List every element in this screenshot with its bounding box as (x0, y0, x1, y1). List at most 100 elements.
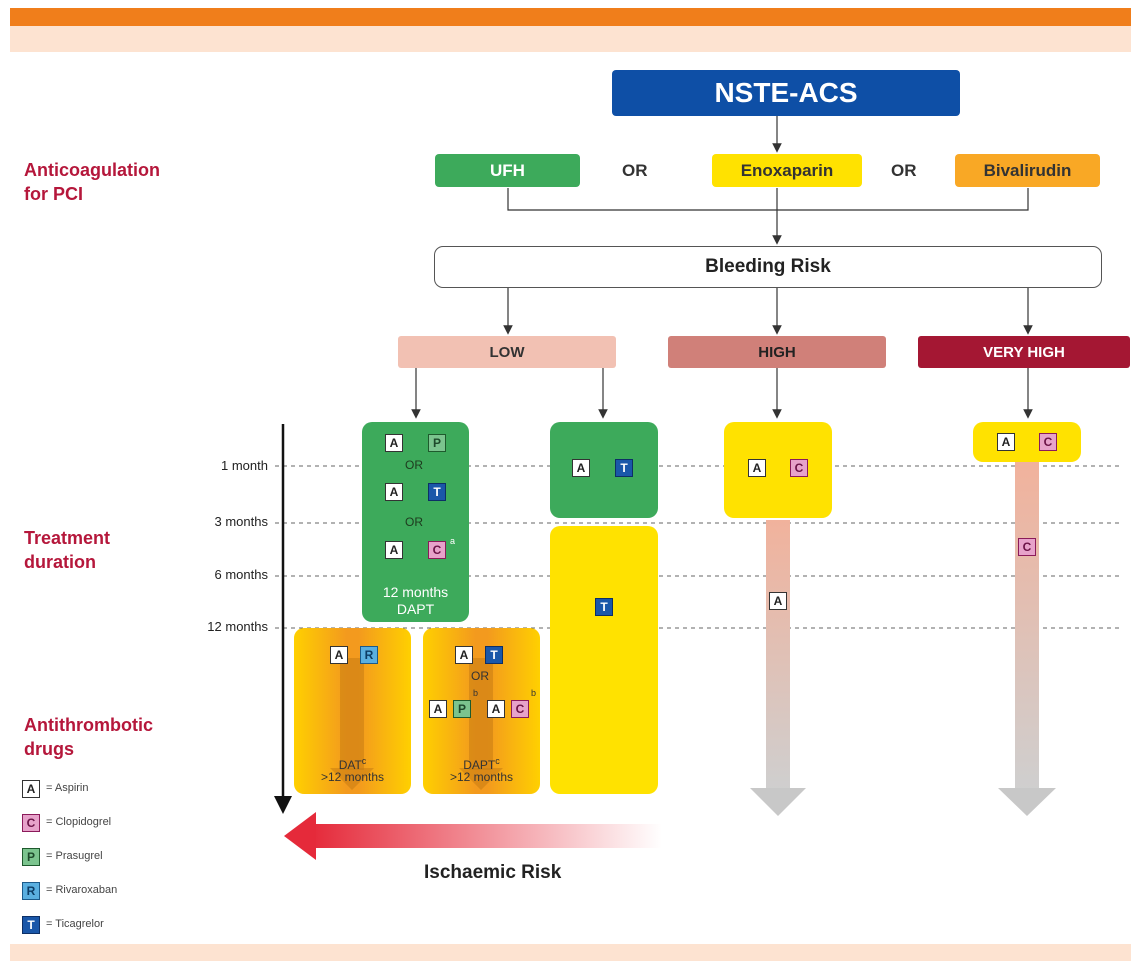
rivaroxaban-badge: R (22, 882, 40, 900)
clopidogrel-badge: C (1039, 433, 1057, 451)
or-small-3: OR (471, 669, 489, 683)
title-box: NSTE-ACS (612, 70, 960, 116)
risk-high: HIGH (668, 336, 886, 368)
enoxaparin-box: Enoxaparin (712, 154, 862, 187)
legend-item-rivaroxaban: R = Rivaroxaban (22, 882, 202, 916)
anticoagulation-label-line1: Anticoagulation (24, 160, 160, 180)
duration-1-month: 1 month (221, 458, 268, 473)
very-high-arrow-head (998, 788, 1056, 816)
ischaemic-arrow-shaft (312, 824, 662, 848)
rivaroxaban-badge: R (360, 646, 378, 664)
legend-rivaroxaban-text: = Rivaroxaban (46, 884, 118, 896)
dapt-text-2: >12 months (449, 770, 514, 784)
high-arrow-shaft (766, 520, 790, 790)
anticoagulation-label-line2: for PCI (24, 184, 84, 204)
legend-aspirin-text: = Aspirin (46, 782, 89, 794)
low-dapt-text-1: 12 months (382, 584, 449, 600)
aspirin-badge: A (455, 646, 473, 664)
duration-3-months: 3 months (214, 514, 268, 529)
aspirin-badge: A (572, 459, 590, 477)
low-t-mono-box: T (550, 526, 658, 794)
antithrombotic-label-line2: drugs (24, 739, 75, 759)
legend-prasugrel-text: = Prasugrel (46, 850, 103, 862)
dapt-extended-box: A T OR A P b A C b DAPTc >12 months (423, 628, 540, 794)
duration-gridlines (275, 465, 1120, 629)
antithrombotic-label-line1: Antithrombotic (24, 715, 153, 735)
legend-clopidogrel-text: = Clopidogrel (46, 816, 112, 828)
drug-legend: A = Aspirin C = Clopidogrel P = Prasugre… (22, 780, 202, 950)
clopidogrel-badge: C (428, 541, 446, 559)
aspirin-badge: A (385, 541, 403, 559)
ischaemic-arrow-head (284, 812, 316, 860)
header-subband (10, 26, 1131, 52)
duration-axis-arrowhead (274, 796, 292, 814)
risk-low: LOW (398, 336, 616, 368)
legend-ticagrelor-text: = Ticagrelor (46, 918, 104, 930)
treatment-duration-label-line1: Treatment (24, 528, 111, 548)
dapt-sup: c (495, 756, 500, 766)
dat-sup: c (361, 756, 367, 766)
dat-inner-arrow (330, 658, 374, 790)
ticagrelor-badge: T (22, 916, 40, 934)
aspirin-badge: A (22, 780, 40, 798)
ufh-box: UFH (435, 154, 580, 187)
legend-item-clopidogrel: C = Clopidogrel (22, 814, 202, 848)
dat-text-2: >12 months (320, 770, 385, 784)
ischaemic-risk-label: Ischaemic Risk (424, 862, 562, 883)
very-high-arrow-shaft (1015, 462, 1039, 790)
aspirin-badge: A (748, 459, 766, 477)
aspirin-badge: A (330, 646, 348, 664)
or-text-1: OR (622, 161, 648, 180)
aspirin-badge: A (385, 434, 403, 452)
or-small-1: OR (405, 458, 423, 472)
dat-box: A R DATc >12 months (294, 628, 411, 794)
dapt-text-1: DAPTc (423, 754, 540, 772)
prasugrel-badge: P (22, 848, 40, 866)
very-high-ac-box: A C (973, 422, 1081, 462)
or-small-2: OR (405, 515, 423, 529)
treatment-duration-label-line2: duration (24, 552, 96, 572)
aspirin-badge: A (487, 700, 505, 718)
clopidogrel-badge: C (511, 700, 529, 718)
dat-text-1: DATc (294, 754, 411, 772)
aspirin-badge: A (769, 592, 787, 610)
clopidogrel-badge: C (1018, 538, 1036, 556)
aspirin-badge: A (429, 700, 447, 718)
prasugrel-badge: P (453, 700, 471, 718)
dapt-text-label: DAPT (463, 758, 496, 772)
duration-6-months: 6 months (214, 567, 268, 582)
dat-text-label: DAT (338, 758, 362, 772)
clopidogrel-badge: C (790, 459, 808, 477)
ticagrelor-badge: T (615, 459, 633, 477)
footnote-a: a (450, 536, 456, 546)
bivalirudin-box: Bivalirudin (955, 154, 1100, 187)
ticagrelor-badge: T (428, 483, 446, 501)
ticagrelor-badge: T (485, 646, 503, 664)
low-dapt-box: A P OR A T OR A C a 12 months DAPT (362, 422, 469, 622)
high-arrow-head (750, 788, 806, 816)
connector-anticoag-merge (507, 188, 1029, 211)
prasugrel-badge: P (428, 434, 446, 452)
ticagrelor-badge: T (595, 598, 613, 616)
aspirin-badge: A (997, 433, 1015, 451)
clopidogrel-badge: C (22, 814, 40, 832)
antithrombotic-label: Antithrombotic drugs (24, 713, 153, 761)
legend-item-ticagrelor: T = Ticagrelor (22, 916, 202, 950)
footnote-b-2: b (531, 688, 537, 698)
high-ac-box: A C (724, 422, 832, 518)
low-dapt-text-2: DAPT (396, 601, 435, 617)
footnote-b-1: b (473, 688, 479, 698)
duration-12-months: 12 months (207, 619, 268, 634)
header-band (10, 8, 1131, 26)
legend-item-prasugrel: P = Prasugrel (22, 848, 202, 882)
legend-item-aspirin: A = Aspirin (22, 780, 202, 814)
anticoagulation-label: Anticoagulation for PCI (24, 158, 160, 206)
low-at-box: A T (550, 422, 658, 518)
footer-band (10, 944, 1131, 961)
or-text-2: OR (891, 161, 917, 180)
treatment-duration-label: Treatment duration (24, 526, 110, 574)
risk-very-high: VERY HIGH (918, 336, 1130, 368)
aspirin-badge: A (385, 483, 403, 501)
bleeding-risk-box: Bleeding Risk (434, 246, 1102, 288)
